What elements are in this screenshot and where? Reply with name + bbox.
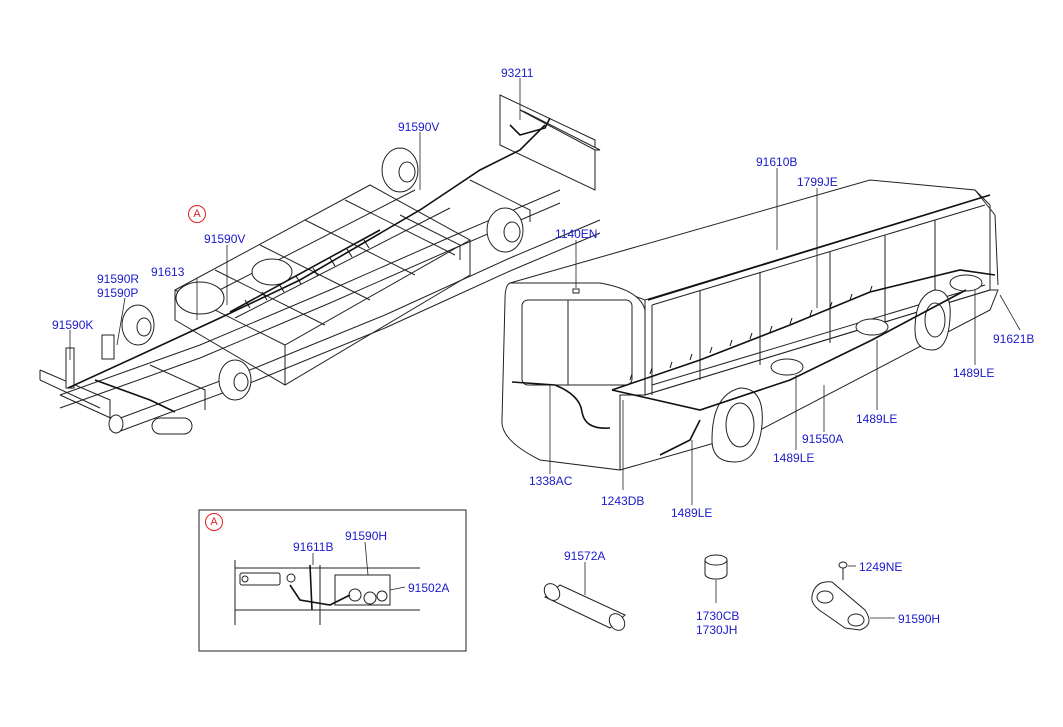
part-label-91610b: 91610B (756, 155, 798, 169)
part-label-91590p: 91590P (97, 286, 139, 300)
part-label-91502a: 91502A (408, 581, 450, 595)
part-label-1243db: 1243DB (601, 494, 645, 508)
chassis-frame (39, 94, 601, 435)
part-label-93211: 93211 (501, 66, 534, 80)
parts-group (543, 554, 870, 631)
bus-body (501, 179, 999, 471)
detail-a-box (198, 509, 467, 652)
part-label-1730cb: 1730CB (696, 609, 740, 623)
part-label-1489le-low: 1489LE (773, 451, 815, 465)
leader-lines (69, 78, 1021, 619)
part-label-91572a: 91572A (564, 549, 606, 563)
part-label-91590v-top: 91590V (398, 120, 440, 134)
part-label-1730jh: 1730JH (696, 623, 738, 637)
part-label-91613: 91613 (151, 265, 185, 279)
part-label-1799je: 1799JE (797, 175, 838, 189)
part-label-91590h-clip: 91590H (898, 612, 941, 626)
part-label-91550a: 91550A (802, 432, 844, 446)
part-label-91590k: 91590K (52, 318, 94, 332)
part-label-91611b: 91611B (293, 540, 334, 554)
part-label-1140en: 1140EN (555, 227, 598, 241)
part-label-91590v-mid: 91590V (204, 232, 246, 246)
part-label-1489le-mid: 1489LE (856, 412, 898, 426)
callout-detail-a: A (205, 513, 223, 531)
part-label-91590r: 91590R (97, 272, 140, 286)
part-label-1489le-right: 1489LE (953, 366, 995, 380)
part-label-1249ne: 1249NE (859, 560, 903, 574)
part-label-91621b: 91621B (993, 332, 1035, 346)
callout-frame-a: A (188, 205, 206, 223)
part-label-91590h-detail: 91590H (345, 529, 388, 543)
part-label-1338ac: 1338AC (529, 474, 573, 488)
part-label-1489le-bottom: 1489LE (671, 506, 713, 520)
